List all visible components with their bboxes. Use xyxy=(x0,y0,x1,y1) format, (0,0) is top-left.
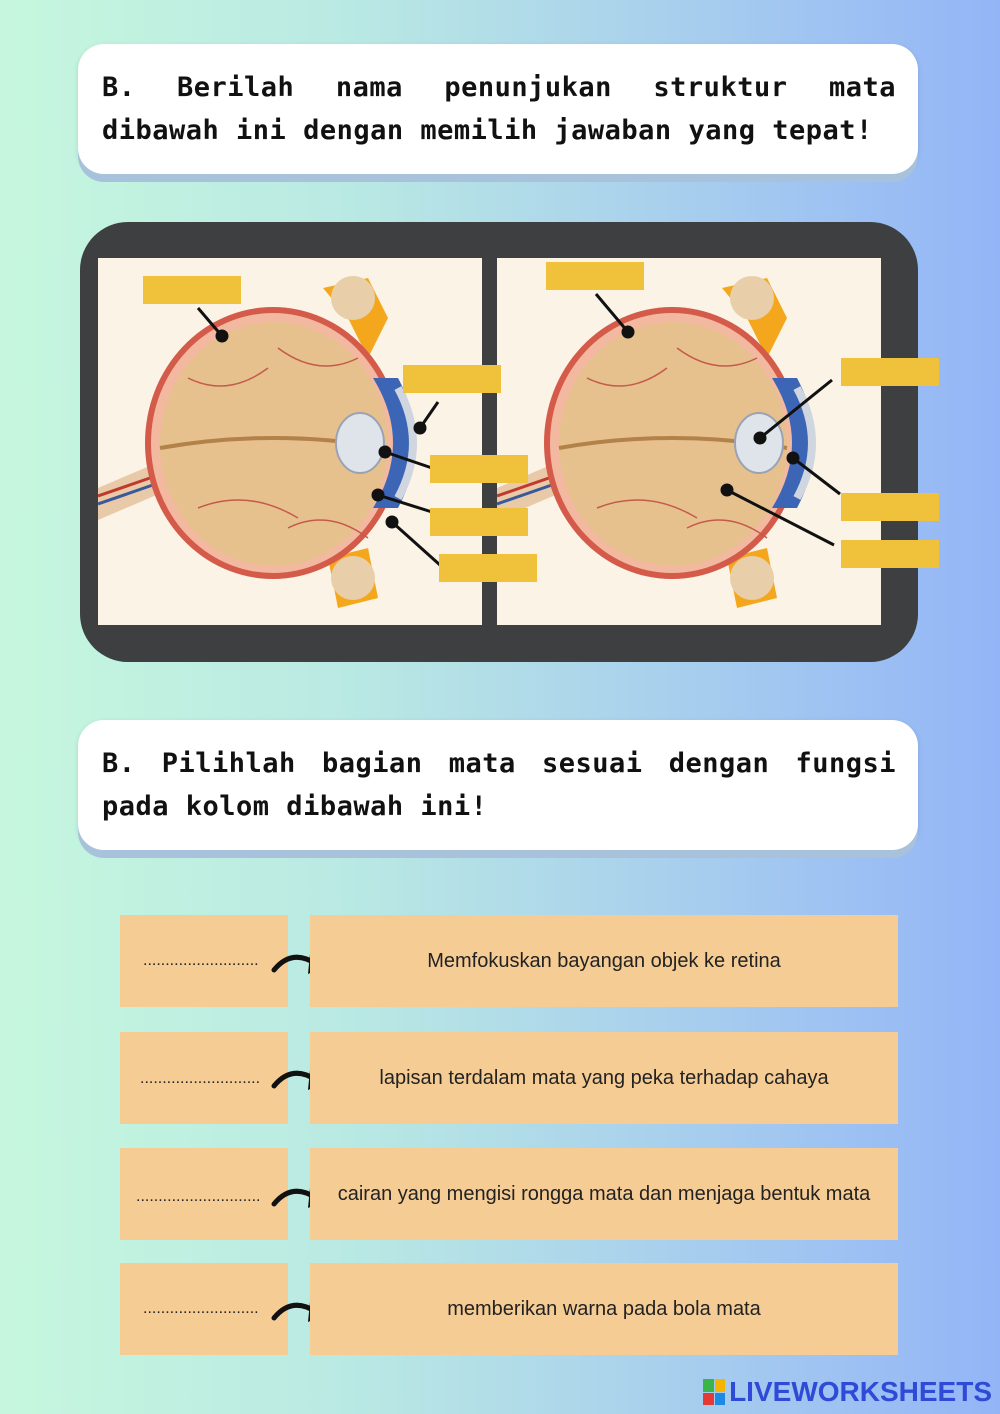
answer-box-3[interactable] xyxy=(120,1148,288,1240)
instruction-text-2: B. Pilihlah bagian mata sesuai dengan fu… xyxy=(102,748,896,822)
answer-blank-1: .......................... xyxy=(143,952,259,969)
brand-text: LIVEWORKSHEETS xyxy=(729,1376,992,1407)
label-slot-2[interactable] xyxy=(403,365,501,393)
description-text-1: Memfokuskan bayangan objek ke retina xyxy=(427,950,781,972)
label-slot-1[interactable] xyxy=(143,276,241,304)
eye-diagram-left xyxy=(98,258,482,625)
answer-box-1[interactable] xyxy=(120,915,288,1007)
answer-blank-4: .......................... xyxy=(143,1300,259,1317)
description-box-3: cairan yang mengisi rongga mata dan menj… xyxy=(310,1148,898,1240)
answer-box-4[interactable] xyxy=(120,1263,288,1355)
description-text-3: cairan yang mengisi rongga mata dan menj… xyxy=(337,1183,871,1205)
answer-box-2[interactable] xyxy=(120,1032,288,1124)
answer-blank-2: ........................... xyxy=(140,1070,261,1087)
label-slot-7[interactable] xyxy=(841,358,939,386)
description-text-2: lapisan terdalam mata yang peka terhadap… xyxy=(379,1067,829,1089)
answer-blank-3: ............................ xyxy=(136,1188,261,1205)
label-slot-4[interactable] xyxy=(430,508,528,536)
description-box-2: lapisan terdalam mata yang peka terhadap… xyxy=(310,1032,898,1124)
label-slot-8[interactable] xyxy=(841,493,939,521)
label-slot-6[interactable] xyxy=(546,262,644,290)
description-text-4: memberikan warna pada bola mata xyxy=(447,1298,761,1320)
instruction-card-1: B. Berilah nama penunjukan struktur mata… xyxy=(78,44,918,174)
label-slot-9[interactable] xyxy=(841,540,939,568)
liveworksheets-brand: LIVEWORKSHEETS xyxy=(703,1376,992,1408)
label-slot-5[interactable] xyxy=(439,554,537,582)
eye-diagram-right xyxy=(497,258,881,625)
liveworksheets-logo-icon xyxy=(703,1379,726,1405)
label-slot-3[interactable] xyxy=(430,455,528,483)
instruction-text-1: B. Berilah nama penunjukan struktur mata… xyxy=(102,72,896,146)
description-box-4: memberikan warna pada bola mata xyxy=(310,1263,898,1355)
instruction-card-2: B. Pilihlah bagian mata sesuai dengan fu… xyxy=(78,720,918,850)
description-box-1: Memfokuskan bayangan objek ke retina xyxy=(310,915,898,1007)
